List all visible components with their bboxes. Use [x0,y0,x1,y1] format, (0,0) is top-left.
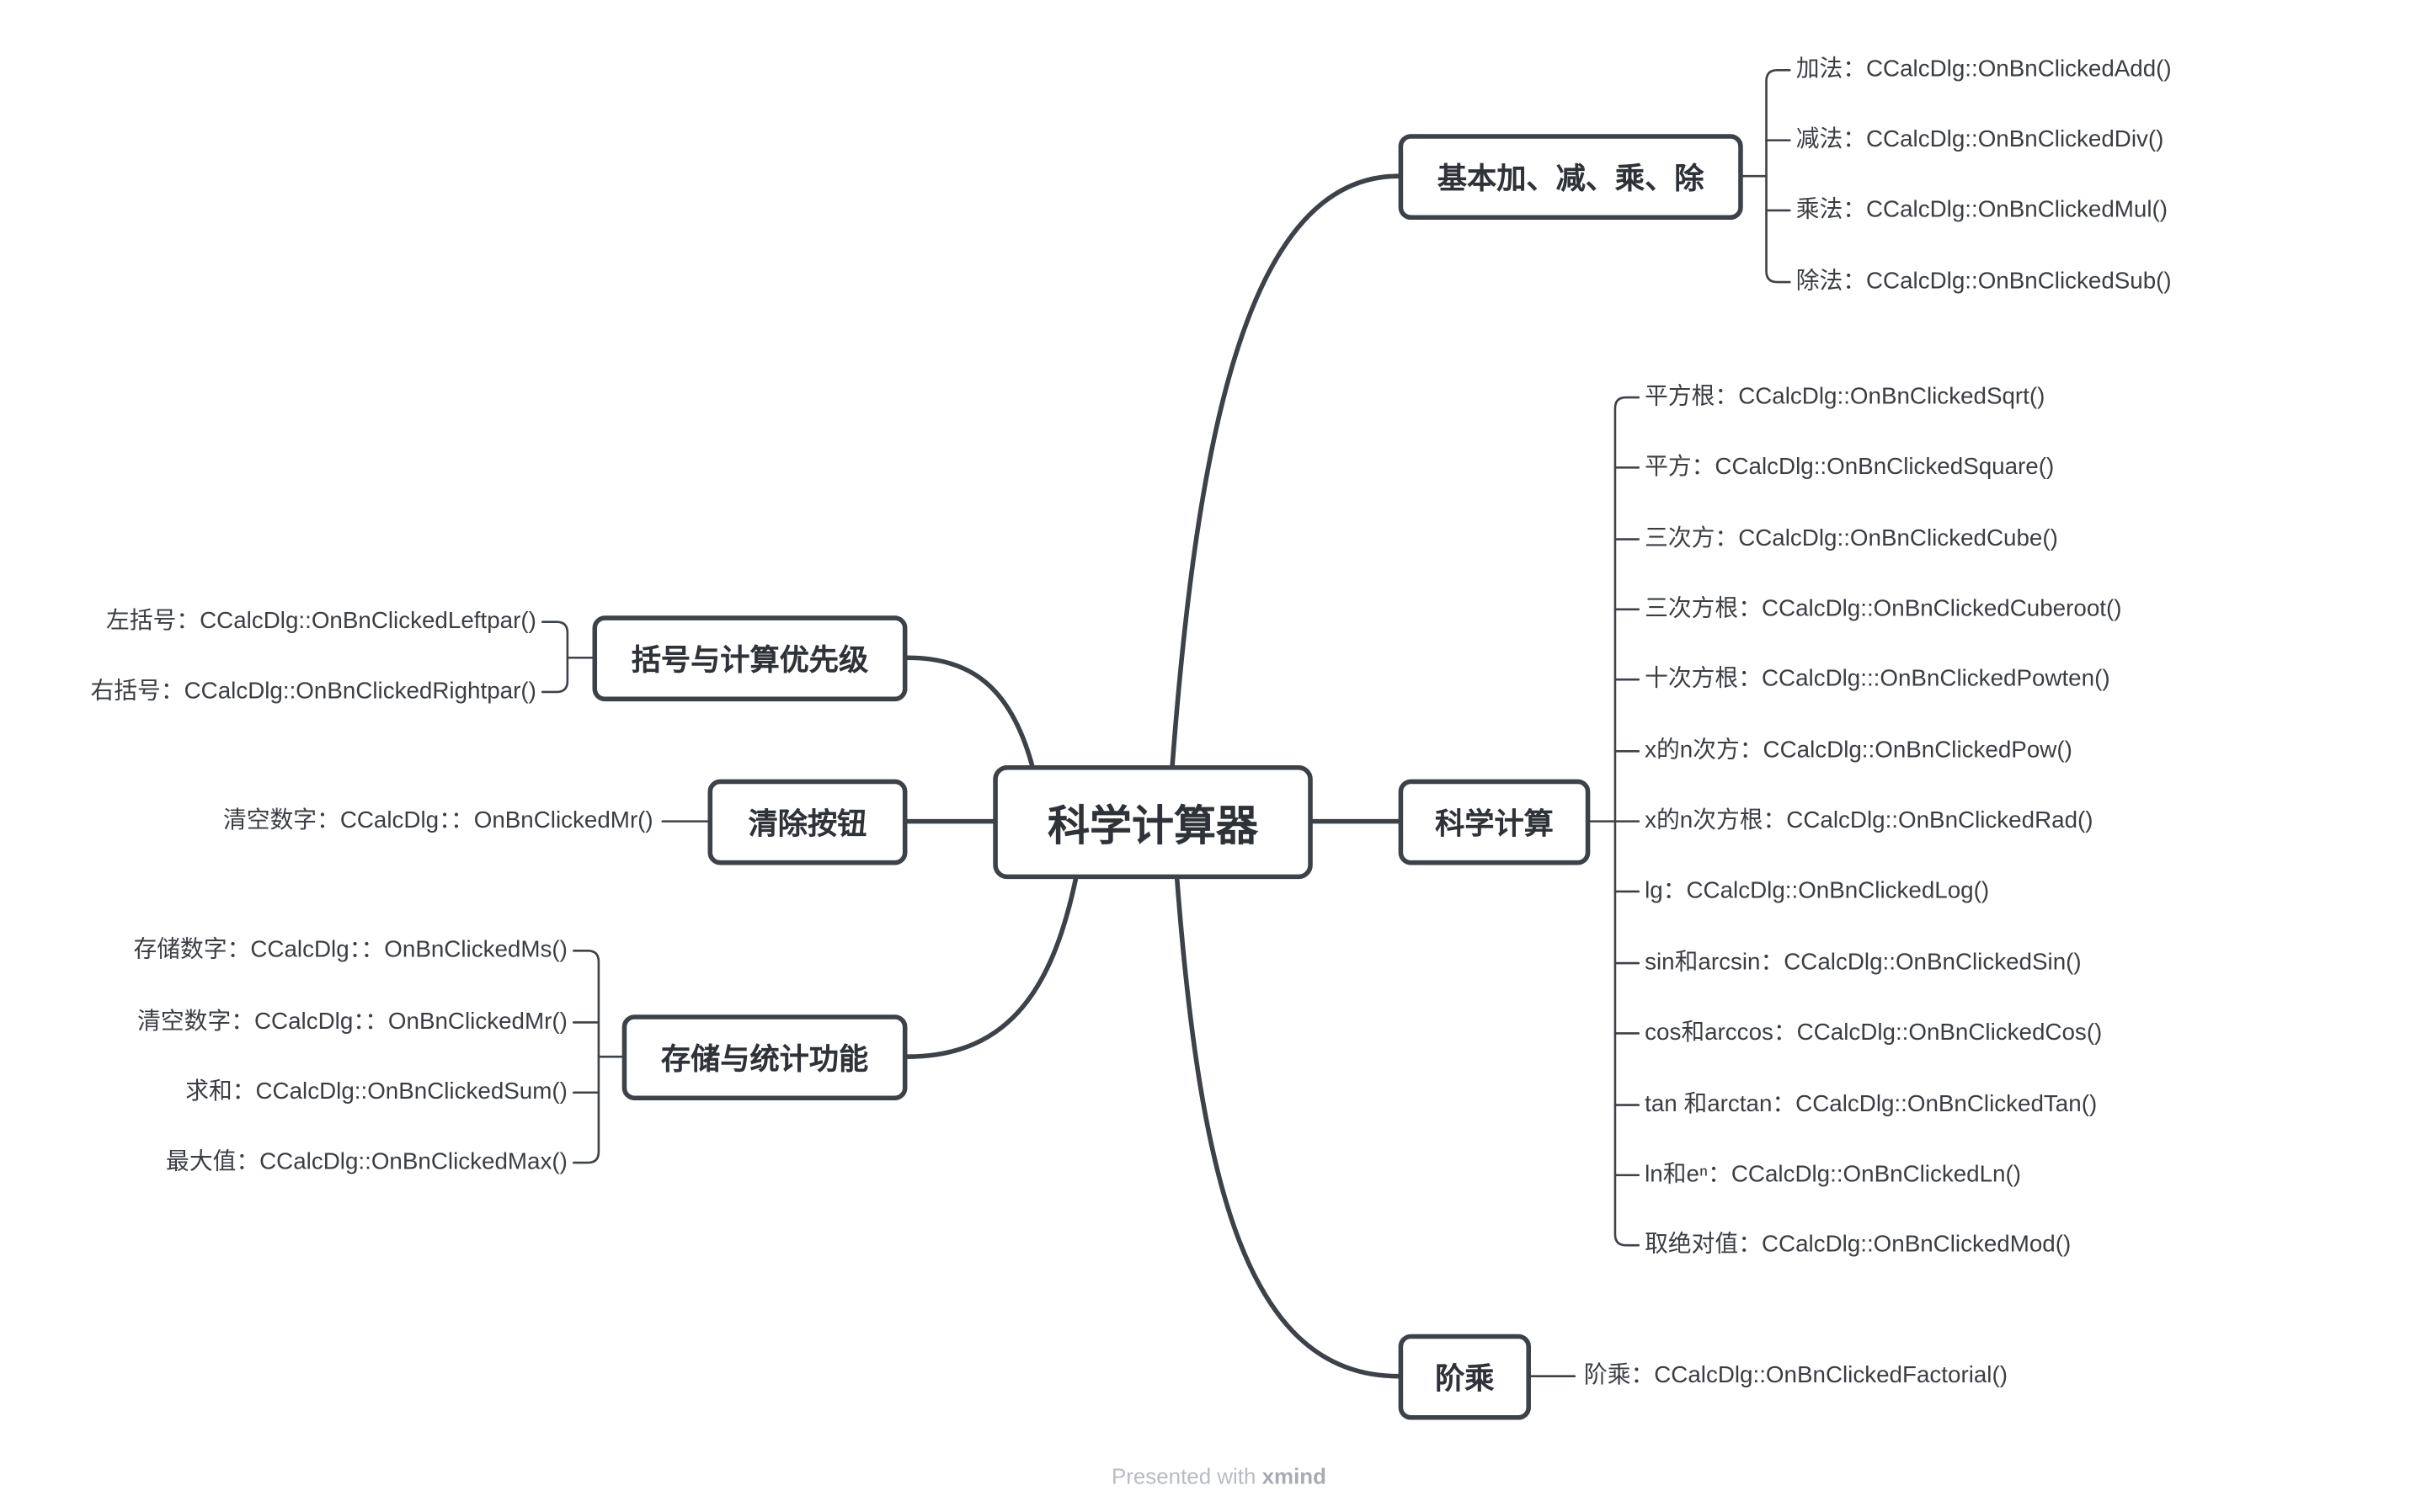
leaf-science-6[interactable]: x的n次方根：CCalcDlg::OnBnClickedRad() [1645,807,2093,834]
branch-memory-statistics[interactable]: 存储与统计功能 [621,1014,908,1101]
leaf-science-7[interactable]: lg：CCalcDlg::OnBnClickedLog() [1645,877,1990,904]
branch-brackets-priority[interactable]: 括号与计算优先级 [592,615,908,702]
leaf-basic-3[interactable]: 除法：CCalcDlg::OnBnClickedSub() [1795,268,2172,295]
connector-basic-trunk [1765,69,1791,284]
leaf-clear-0[interactable]: 清空数字：CCalcDlg：：OnBnClickedMr() [222,807,653,834]
branch-clear-buttons[interactable]: 清除按钮 [707,779,908,865]
connector-root-basic [1170,173,1401,768]
presented-with-footer: Presented with xmind [1112,1463,1326,1488]
leaf-memory-0[interactable]: 存储数字：CCalcDlg：：OnBnClickedMs() [133,936,568,964]
leaf-basic-1[interactable]: 减法：CCalcDlg::OnBnClickedDiv() [1795,125,2164,153]
branch-scientific[interactable]: 科学计算 [1398,779,1591,865]
leaf-basic-2[interactable]: 乘法：CCalcDlg::OnBnClickedMul() [1795,196,2168,223]
leaf-science-4[interactable]: 十次方根：CCalcDlg:::OnBnClickedPowten() [1645,665,2110,692]
leaf-basic-0[interactable]: 加法：CCalcDlg::OnBnClickedAdd() [1795,56,2172,83]
branch-basic-arithmetic[interactable]: 基本加、减、乘、除 [1398,134,1743,221]
leaf-science-10[interactable]: tan 和arctan：CCalcDlg::OnBnClickedTan() [1645,1090,2098,1118]
leaf-science-5[interactable]: x的n次方：CCalcDlg::OnBnClickedPow() [1645,737,2072,764]
leaf-science-3[interactable]: 三次方根：CCalcDlg::OnBnClickedCuberoot() [1645,595,2122,622]
leaf-science-2[interactable]: 三次方：CCalcDlg::OnBnClickedCube() [1645,524,2058,552]
footer-prefix: Presented with [1111,1463,1262,1488]
connector-root-memory [904,876,1079,1059]
leaf-science-11[interactable]: ln和eⁿ：CCalcDlg::OnBnClickedLn() [1645,1161,2022,1188]
leaf-brackets-1[interactable]: 右括号：CCalcDlg::OnBnClickedRightpar() [90,678,536,705]
leaf-science-12[interactable]: 取绝对值：CCalcDlg::OnBnClickedMod() [1645,1231,2072,1258]
leaf-memory-3[interactable]: 最大值：CCalcDlg::OnBnClickedMax() [166,1148,568,1175]
xmind-brand: xmind [1261,1463,1326,1488]
root-node[interactable]: 科学计算器 [993,764,1313,880]
leaf-science-1[interactable]: 平方：CCalcDlg::OnBnClickedSquare() [1645,453,2055,481]
leaf-science-8[interactable]: sin和arcsin：CCalcDlg::OnBnClickedSin() [1645,949,2082,976]
leaf-factorial-0[interactable]: 阶乘：CCalcDlg::OnBnClickedFactorial() [1583,1362,2008,1389]
connector-memory-trunk [572,949,600,1164]
connector-root-factorial [1174,876,1401,1379]
leaf-science-9[interactable]: cos和arccos：CCalcDlg::OnBnClickedCos() [1645,1019,2103,1046]
leaf-brackets-0[interactable]: 左括号：CCalcDlg::OnBnClickedLeftpar() [106,608,536,635]
leaf-memory-2[interactable]: 求和：CCalcDlg::OnBnClickedSum() [185,1078,568,1105]
branch-factorial[interactable]: 阶乘 [1398,1334,1531,1420]
leaf-memory-1[interactable]: 清空数字：CCalcDlg：：OnBnClickedMr() [137,1008,568,1036]
connector-root-brackets [904,655,1035,768]
connector-brackets-trunk [541,620,569,694]
leaf-science-0[interactable]: 平方根：CCalcDlg::OnBnClickedSqrt() [1645,383,2045,410]
